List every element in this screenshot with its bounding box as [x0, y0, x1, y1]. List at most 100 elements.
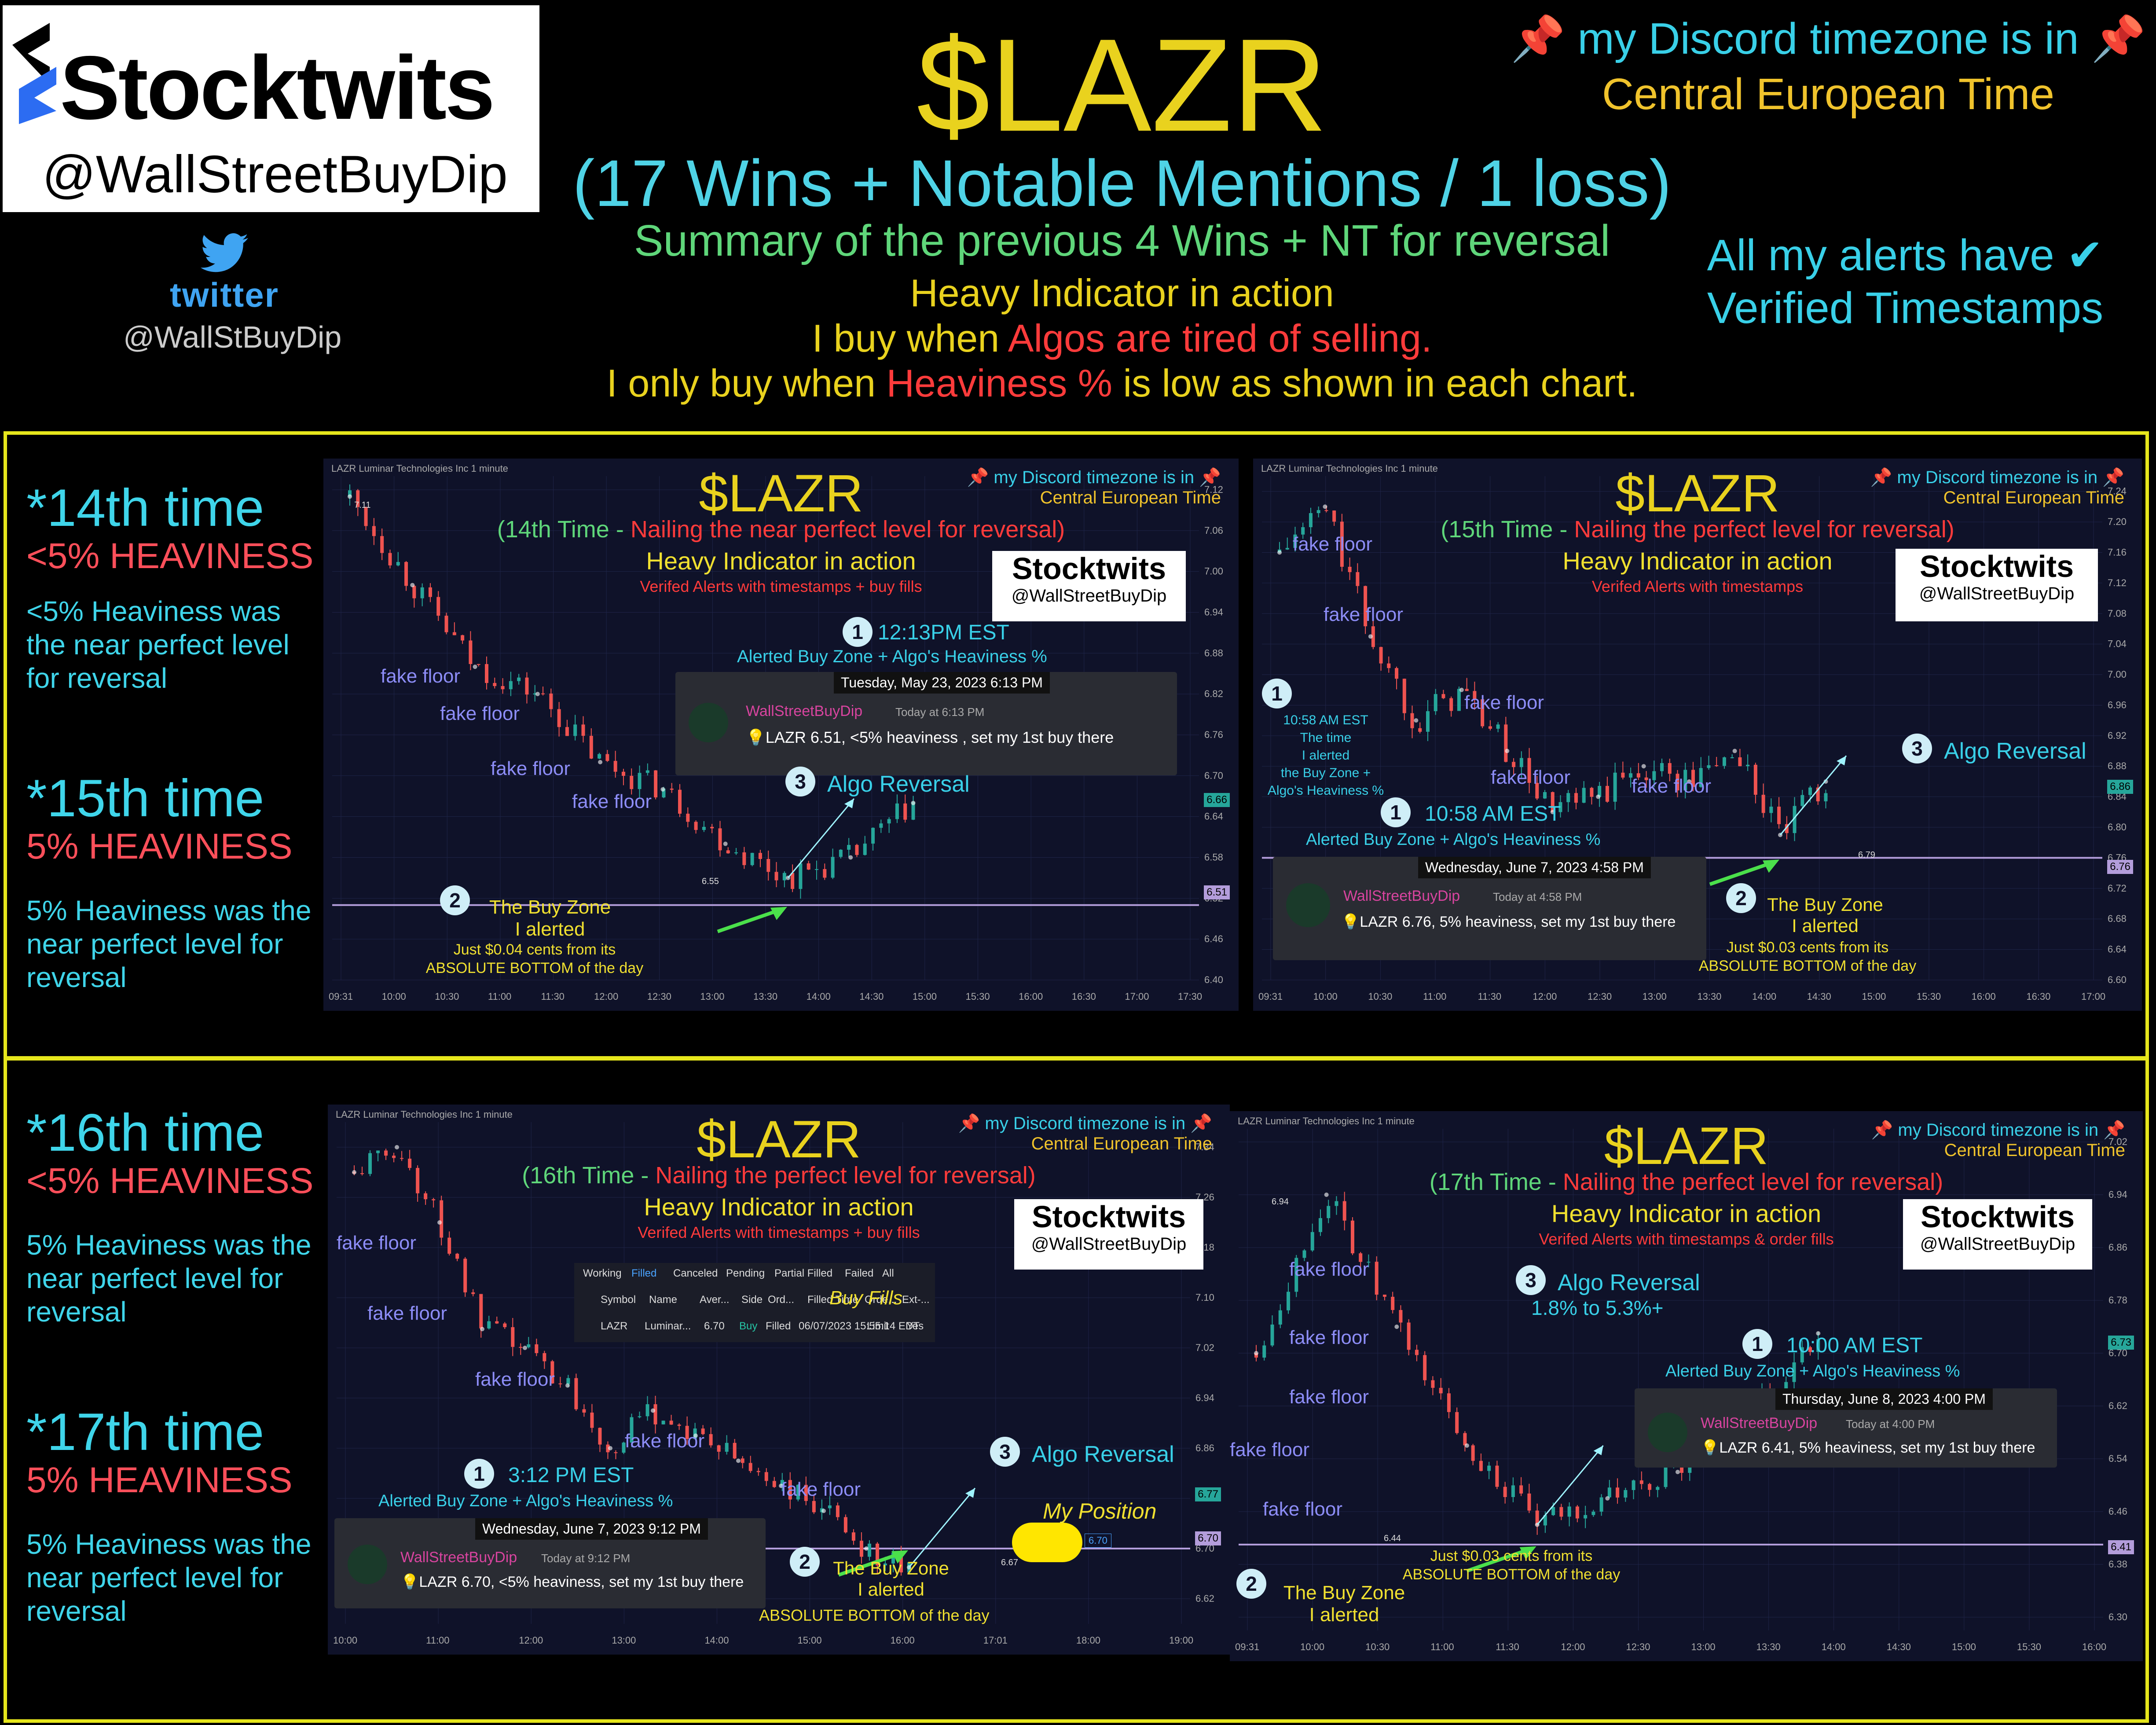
data-point — [736, 1458, 741, 1463]
step-2-badge: 2 — [1236, 1569, 1266, 1599]
orders-tab[interactable]: Working — [583, 1267, 622, 1279]
title-prefix: (16th Time - — [522, 1162, 656, 1189]
fake-floor-label: fake floor — [572, 791, 652, 812]
discord-b: Central European Time — [1040, 488, 1221, 507]
candle-body — [766, 859, 770, 872]
x-tick-label: 11:00 — [1423, 991, 1446, 1002]
chart-title: (14th Time - Nailing the near perfect le… — [323, 516, 1239, 543]
candle-body — [1664, 1464, 1668, 1487]
candle-body — [1463, 1433, 1467, 1446]
fake-floor-label: fake floor — [337, 1232, 416, 1254]
i-alerted: I alerted — [1309, 1604, 1379, 1626]
chart-panel-16th: 7.347.267.187.107.026.946.866.786.706.62… — [328, 1105, 1230, 1655]
alert-text: Alerted Buy Zone + Algo's Heaviness % — [1665, 1362, 1960, 1380]
candle-body — [1800, 795, 1804, 806]
x-tick-label: 13:00 — [1643, 991, 1667, 1002]
x-tick-label: 17:00 — [1125, 991, 1149, 1002]
candle-body — [1558, 802, 1562, 812]
x-tick-label: 17:30 — [1178, 991, 1202, 1002]
msg-user: WallStreetBuyDip — [400, 1549, 517, 1566]
y-tick-label: 6.96 — [2108, 699, 2127, 710]
y-tick-label: 6.88 — [2108, 760, 2127, 771]
y-tick-label: 7.12 — [1204, 484, 1223, 495]
avatar — [689, 703, 728, 742]
x-tick-label: 12:30 — [1626, 1641, 1650, 1652]
low-tag: 6.67 — [1001, 1558, 1018, 1567]
orders-col-head: Ext-... — [902, 1294, 930, 1306]
candle-body — [1715, 765, 1719, 766]
data-point — [1277, 550, 1282, 555]
x-tick-label: 12:00 — [1561, 1641, 1585, 1652]
discord-line-1: 📌 my Discord timezone is in 📌 — [1511, 14, 2146, 63]
candle-body — [748, 1463, 752, 1471]
candle-body — [565, 727, 569, 736]
orders-tab[interactable]: Partial Filled — [774, 1267, 833, 1279]
candle-body — [686, 814, 690, 822]
candle-body — [1495, 1465, 1499, 1487]
title-prefix: (15th Time - — [1441, 516, 1574, 543]
orders-tab[interactable]: Filled — [631, 1267, 657, 1279]
candle-body — [836, 1505, 840, 1517]
candle-body — [1348, 566, 1352, 573]
candle-body — [1590, 788, 1594, 797]
sidebar-14th: *14th time <5% HEAVINESS <5% Heaviness w… — [26, 477, 317, 695]
candle-body — [883, 1563, 887, 1566]
data-point — [723, 841, 728, 846]
fake-floor-label: fake floor — [625, 1430, 704, 1452]
orders-tab[interactable]: Pending — [726, 1267, 765, 1279]
candle-body — [1676, 774, 1679, 791]
candle-body — [871, 828, 875, 844]
avatar — [1286, 883, 1330, 927]
candle-body — [654, 770, 658, 798]
candle-body — [851, 1532, 855, 1541]
orders-tab[interactable]: All — [882, 1267, 894, 1279]
chart-discord-note: 📌 my Discord timezone is in 📌Central Eur… — [1871, 1120, 2125, 1160]
candle-body — [372, 526, 376, 536]
twitter-bird-icon — [201, 233, 248, 272]
candle-body — [479, 1294, 483, 1329]
last-price-tag: 6.77 — [1195, 1487, 1221, 1501]
candle-body — [1441, 694, 1445, 698]
x-tick-label: 10:30 — [435, 991, 459, 1002]
candle-body — [1784, 1382, 1788, 1391]
orders-tab[interactable]: Failed — [845, 1267, 874, 1279]
candle-body — [899, 1552, 903, 1573]
reversal-arrow — [908, 1487, 976, 1568]
side-note-line: 10:58 AM EST — [1283, 713, 1368, 727]
candle-body — [742, 852, 746, 865]
x-tick-label: 13:00 — [612, 1635, 636, 1646]
position-price: 6.70 — [1085, 1534, 1111, 1548]
buy-price-tag: 6.76 — [2107, 860, 2133, 874]
candle-body — [1375, 1262, 1379, 1295]
msg-when: Today at 4:58 PM — [1493, 890, 1582, 903]
buy-zone-arrow — [838, 1550, 906, 1577]
sidebar-15th: *15th time 5% HEAVINESS 5% Heaviness was… — [26, 768, 317, 994]
sidebar-title: *15th time — [26, 769, 264, 828]
high-tag: 6.94 — [1272, 1197, 1289, 1207]
stocktwits-handle: @WallStreetBuyDip — [42, 145, 508, 204]
orders-tab[interactable]: Canceled — [673, 1267, 718, 1279]
candle-body — [756, 1471, 760, 1472]
candle-body — [1699, 768, 1703, 787]
data-point — [821, 1508, 826, 1513]
candle-body — [1792, 1362, 1796, 1382]
candle-body — [701, 1428, 705, 1434]
x-tick-label: 15:00 — [1952, 1641, 1976, 1652]
stocktwits-wordmark: Stocktwits — [60, 37, 495, 138]
x-tick-label: 09:31 — [1235, 1641, 1259, 1652]
candle-body — [1318, 1218, 1322, 1232]
orders-col-head: Orde... — [865, 1294, 897, 1306]
candle-body — [1607, 1487, 1611, 1497]
alert-text: Alerted Buy Zone + Algo's Heaviness % — [737, 647, 1047, 666]
y-tick-label: 6.82 — [1204, 688, 1223, 699]
candle-body — [590, 1413, 594, 1428]
sidebar-heaviness: 5% HEAVINESS — [26, 826, 293, 866]
candle-body — [1691, 770, 1695, 787]
x-tick-label: 14:30 — [1887, 1641, 1911, 1652]
fake-floor-label: fake floor — [1632, 775, 1711, 797]
candle-body — [416, 1168, 420, 1193]
candle-body — [1310, 1232, 1314, 1251]
candle-body — [1648, 1484, 1652, 1490]
candle-body — [1629, 773, 1633, 778]
